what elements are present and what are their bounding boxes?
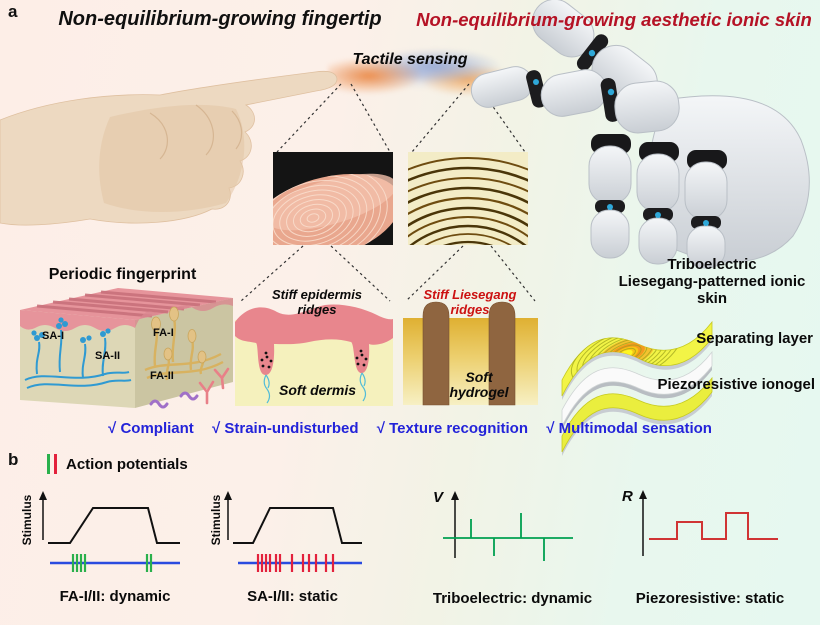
action-potential-green-bar (47, 454, 50, 474)
plot4-waveform (639, 490, 778, 556)
epidermis-label: Stiff epidermis ridges (247, 287, 387, 317)
action-potential-red-bar (54, 454, 57, 474)
plot1-caption: FA-I/II: dynamic (59, 588, 171, 605)
triboelectric-skin-label: Triboelectric Liesegang-patterned ionic … (608, 256, 816, 307)
periodic-fingerprint-block (20, 288, 233, 409)
tactile-sensing-label: Tactile sensing (352, 51, 468, 68)
liesegang-diagram (403, 301, 538, 406)
plot3-ylabel: V (433, 489, 444, 506)
plot2-waveform (224, 491, 362, 572)
plot1-ylabel: Stimulus (20, 494, 34, 546)
liesegang-label-line1: Stiff Liesegang (423, 287, 517, 302)
plot3-waveform (443, 491, 573, 561)
title-fingertip: Non-equilibrium-growing fingertip (58, 8, 382, 30)
epidermis-label-line1: Stiff epidermis (271, 287, 363, 302)
receptor-label-fa1: FA-I (153, 327, 174, 339)
feature-compliant: √ Compliant (108, 420, 194, 437)
feature-multimodal-sensation: √ Multimodal sensation (546, 420, 712, 437)
separating-layer-label: Separating layer (696, 330, 813, 347)
soft-hydrogel-label: Soft hydrogel (438, 370, 520, 400)
feature-strain-undisturbed: √ Strain-undisturbed (211, 420, 359, 437)
plot2-ylabel: Stimulus (209, 494, 223, 546)
hydrogel-label-line2: hydrogel (449, 384, 509, 400)
panel-b-label: b (8, 450, 19, 469)
receptor-label-sa2: SA-II (95, 350, 121, 362)
plot2-caption: SA-I/II: static (247, 588, 338, 605)
title-ionic-skin: Non-equilibrium-growing aesthetic ionic … (416, 9, 812, 30)
triboelectric-skin-label-line2: Liesegang-patterned ionic skin (618, 273, 806, 307)
plot4-caption: Piezoresistive: static (635, 590, 785, 607)
feature-checklist: √ Compliant √ Strain-undisturbed √ Textu… (0, 420, 820, 437)
feature-texture-recognition: √ Texture recognition (376, 420, 529, 437)
receptor-label-sa1: SA-I (42, 330, 64, 342)
liesegang-label-line2: ridges (450, 302, 490, 317)
action-potentials-label: Action potentials (66, 456, 188, 473)
epidermis-label-line2: ridges (297, 302, 337, 317)
soft-dermis-label: Soft dermis (278, 382, 356, 398)
liesegang-ridges-label: Stiff Liesegang ridges (405, 287, 535, 317)
epidermis-diagram (235, 304, 393, 406)
human-hand-illustration (0, 70, 338, 226)
panel-a-label: a (8, 2, 18, 21)
plot1-waveform (39, 491, 180, 572)
hydrogel-label-line1: Soft (465, 369, 493, 385)
ionic-skin-stack (561, 320, 713, 456)
periodic-fingerprint-title: Periodic fingerprint (48, 266, 197, 283)
fingerprint-photo-inset (273, 152, 393, 245)
liesegang-rings-photo-inset (408, 152, 528, 245)
receptor-label-fa2: FA-II (150, 370, 174, 382)
plot3-caption: Triboelectric: dynamic (432, 590, 593, 607)
robot-hand-illustration (470, 0, 810, 269)
plot4-ylabel: R (622, 488, 633, 505)
triboelectric-skin-label-line1: Triboelectric (667, 256, 757, 273)
piezoresistive-ionogel-label: Piezoresistive ionogel (657, 376, 815, 393)
